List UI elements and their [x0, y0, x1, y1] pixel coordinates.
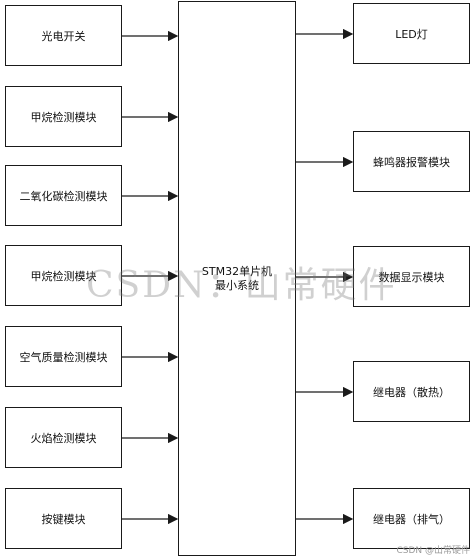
input-module-keys: 按键模块 — [5, 488, 122, 549]
watermark: CSDN：山常硬件 — [86, 265, 397, 306]
output-module-relay-cooling: 继电器（散热） — [353, 361, 470, 422]
output-module-relay-exhaust: 继电器（排气） — [353, 488, 470, 549]
output-module-buzzer: 蜂鸣器报警模块 — [353, 131, 470, 192]
mcu-block: STM32单片机 最小系统 — [178, 1, 296, 556]
output-label: 继电器（散热） — [373, 385, 450, 399]
output-label: LED灯 — [395, 27, 428, 41]
output-module-display: 数据显示模块 — [353, 246, 470, 307]
output-label: 蜂鸣器报警模块 — [373, 155, 450, 169]
input-label: 空气质量检测模块 — [19, 350, 108, 364]
input-module-methane-2: 甲烷检测模块 — [5, 245, 122, 306]
mcu-label-line2: 最小系统 — [215, 278, 259, 292]
mcu-label-line1: STM32单片机 — [201, 264, 273, 278]
input-module-photoelectric-switch: 光电开关 — [5, 5, 122, 66]
input-label: 火焰检测模块 — [30, 431, 97, 445]
input-module-methane-1: 甲烷检测模块 — [5, 86, 122, 147]
input-label: 甲烷检测模块 — [30, 269, 97, 283]
input-label: 按键模块 — [41, 512, 86, 526]
output-label: 继电器（排气） — [373, 512, 450, 526]
input-module-air-quality: 空气质量检测模块 — [5, 326, 122, 387]
output-module-led: LED灯 — [353, 3, 470, 64]
output-label: 数据显示模块 — [378, 270, 445, 284]
input-module-co2: 二氧化碳检测模块 — [5, 165, 122, 226]
input-module-flame: 火焰检测模块 — [5, 407, 122, 468]
input-label: 二氧化碳检测模块 — [19, 189, 108, 203]
watermark-small: CSDN @山常硬件 — [396, 546, 470, 556]
input-label: 甲烷检测模块 — [30, 110, 97, 124]
input-label: 光电开关 — [41, 29, 86, 43]
